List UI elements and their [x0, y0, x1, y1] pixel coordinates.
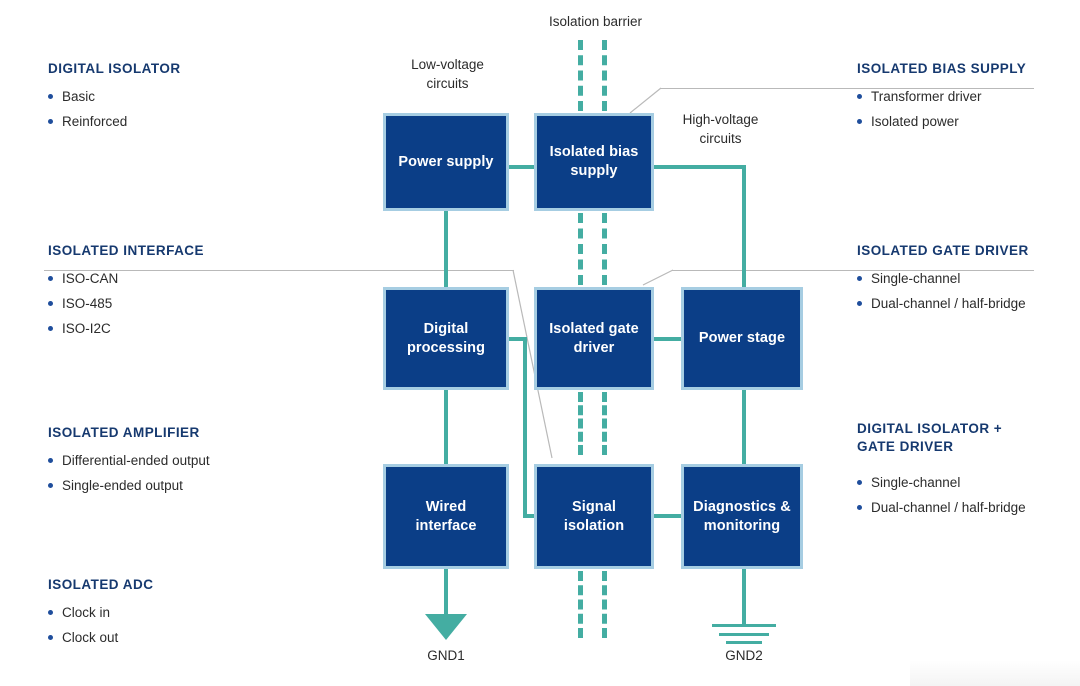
category-heading: DIGITAL ISOLATOR	[48, 61, 181, 76]
block-power-supply[interactable]: Power supply	[383, 113, 509, 211]
list-item: Single-channel	[857, 266, 1029, 291]
block-diagnostics-monitoring[interactable]: Diagnostics & monitoring	[681, 464, 803, 569]
list-item: Basic	[48, 84, 181, 109]
category-heading: ISOLATED ADC	[48, 577, 154, 592]
wire-into-signal-isolation	[523, 514, 537, 518]
gnd1-label: GND1	[427, 648, 465, 663]
category-list: Single-channel Dual-channel / half-bridg…	[857, 470, 1026, 520]
leader-diagonal-isolated-bias-supply	[629, 87, 666, 114]
list-item: ISO-CAN	[48, 266, 204, 291]
list-item: Reinforced	[48, 109, 181, 134]
list-item: Single-channel	[857, 470, 1026, 495]
category-isolated-adc: ISOLATED ADC Clock in Clock out	[48, 576, 153, 650]
category-isolated-bias-supply: ISOLATED BIAS SUPPLY Transformer driver …	[857, 60, 1026, 134]
category-heading: ISOLATED BIAS SUPPLY	[857, 61, 1027, 76]
list-item: Single-ended output	[48, 473, 210, 498]
isolation-barrier-line-right-1	[602, 40, 607, 111]
gnd2-bar-1-icon	[712, 624, 776, 627]
wire-gate-driver-to-power-stage	[653, 337, 683, 341]
category-heading: DIGITAL ISOLATOR + GATE DRIVER	[857, 421, 1003, 455]
isolation-barrier-line-right-4	[602, 571, 607, 638]
corner-fade-decoration	[910, 660, 1080, 686]
isolation-barrier-line-right-3	[602, 392, 607, 455]
isolation-barrier-line-right-2	[602, 213, 607, 285]
wire-power-supply-to-digital-processing	[444, 211, 448, 287]
category-heading: ISOLATED INTERFACE	[48, 243, 205, 258]
wire-bias-supply-to-power-stage-h	[653, 165, 746, 169]
gnd1-arrow-icon	[425, 614, 467, 640]
list-item: Dual-channel / half-bridge	[857, 495, 1026, 520]
leader-rule-isolated-interface	[44, 270, 514, 271]
note-low-voltage-circuits: Low-voltage circuits	[411, 57, 484, 91]
list-item: Isolated power	[857, 109, 1026, 134]
gnd2-bar-3-icon	[726, 641, 762, 644]
wire-digital-processing-to-wired-interface	[444, 390, 448, 466]
isolation-barrier-line-left-4	[578, 571, 583, 638]
block-signal-isolation[interactable]: Signal isolation	[534, 464, 654, 569]
list-item: Dual-channel / half-bridge	[857, 291, 1029, 316]
block-digital-processing[interactable]: Digital processing	[383, 287, 509, 390]
wire-bias-supply-to-power-stage-v	[742, 165, 746, 287]
note-high-voltage-circuits: High-voltage circuits	[682, 112, 759, 146]
category-list: Single-channel Dual-channel / half-bridg…	[857, 266, 1029, 316]
leader-rule-isolated-gate-driver	[672, 270, 1034, 271]
category-list: Differential-ended output Single-ended o…	[48, 448, 210, 498]
note-isolation-barrier: Isolation barrier	[548, 14, 643, 29]
category-list: ISO-CAN ISO-485 ISO-I2C	[48, 266, 204, 341]
category-isolated-amplifier: ISOLATED AMPLIFIER Differential-ended ou…	[48, 424, 210, 498]
list-item: Clock in	[48, 600, 153, 625]
category-list: Basic Reinforced	[48, 84, 181, 134]
category-heading: ISOLATED GATE DRIVER	[857, 243, 1029, 258]
category-isolated-interface: ISOLATED INTERFACE ISO-CAN ISO-485 ISO-I…	[48, 242, 204, 341]
wire-digital-processing-out	[507, 337, 527, 341]
list-item: Differential-ended output	[48, 448, 210, 473]
block-wired-interface[interactable]: Wired interface	[383, 464, 509, 569]
category-list: Clock in Clock out	[48, 600, 153, 650]
gnd2-label: GND2	[725, 648, 763, 663]
block-power-stage[interactable]: Power stage	[681, 287, 803, 390]
block-isolated-gate-driver[interactable]: Isolated gate driver	[534, 287, 654, 390]
leader-diagonal-isolated-gate-driver	[642, 269, 677, 286]
list-item: ISO-485	[48, 291, 204, 316]
list-item: ISO-I2C	[48, 316, 204, 341]
wire-signal-isolation-to-diagnostics	[653, 514, 683, 518]
category-isolated-gate-driver: ISOLATED GATE DRIVER Single-channel Dual…	[857, 242, 1029, 316]
isolation-barrier-line-left-2	[578, 213, 583, 285]
wire-power-stage-to-diagnostics	[742, 390, 746, 466]
category-digital-isolator-gate-driver: DIGITAL ISOLATOR + GATE DRIVER Single-ch…	[857, 420, 1026, 520]
wire-digital-processing-to-signal-isolation-v	[523, 337, 527, 518]
list-item: Transformer driver	[857, 84, 1026, 109]
isolation-barrier-line-left-3	[578, 392, 583, 455]
wire-power-supply-to-bias-supply	[507, 165, 536, 169]
category-digital-isolator: DIGITAL ISOLATOR Basic Reinforced	[48, 60, 181, 134]
list-item: Clock out	[48, 625, 153, 650]
leader-rule-isolated-bias-supply	[660, 88, 1034, 89]
wire-diagnostics-to-gnd2	[742, 569, 746, 625]
block-isolated-bias-supply[interactable]: Isolated bias supply	[534, 113, 654, 211]
gnd2-bar-2-icon	[719, 633, 769, 636]
category-list: Transformer driver Isolated power	[857, 84, 1026, 134]
isolation-barrier-line-left-1	[578, 40, 583, 111]
category-heading: ISOLATED AMPLIFIER	[48, 425, 200, 440]
leader-diagonal-isolated-interface	[510, 269, 570, 460]
wire-wired-interface-to-gnd1	[444, 569, 448, 619]
